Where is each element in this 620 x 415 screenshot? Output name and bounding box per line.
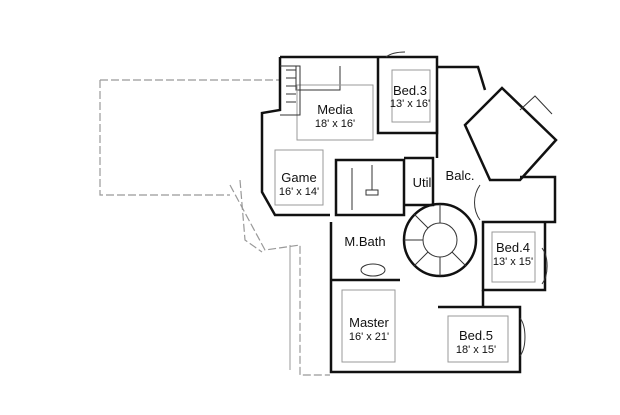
room-balcony-name: Balc. [446,168,475,183]
room-master-size: 16' x 21' [349,331,389,343]
room-bed3-name: Bed.3 [393,83,427,98]
deck-outline [99,70,330,376]
room-media-name: Media [317,102,353,117]
room-game-name: Game [281,170,316,185]
room-master-name: Master [349,315,389,330]
spiral-staircase [402,202,478,278]
room-bed5-size: 18' x 15' [456,344,496,356]
room-bed3-size: 13' x 16' [390,98,430,110]
room-bed5-name: Bed.5 [459,328,493,343]
room-labels: Media 18' x 16' Bed.3 13' x 16' Game 16'… [279,83,533,356]
room-media-size: 18' x 16' [315,118,355,130]
room-bed4-size: 13' x 15' [493,256,533,268]
walls [260,51,558,374]
room-game-size: 16' x 14' [279,186,319,198]
room-mbath-name: M.Bath [344,234,385,249]
room-util-name: Util [413,175,432,190]
room-bed4-name: Bed.4 [496,240,530,255]
